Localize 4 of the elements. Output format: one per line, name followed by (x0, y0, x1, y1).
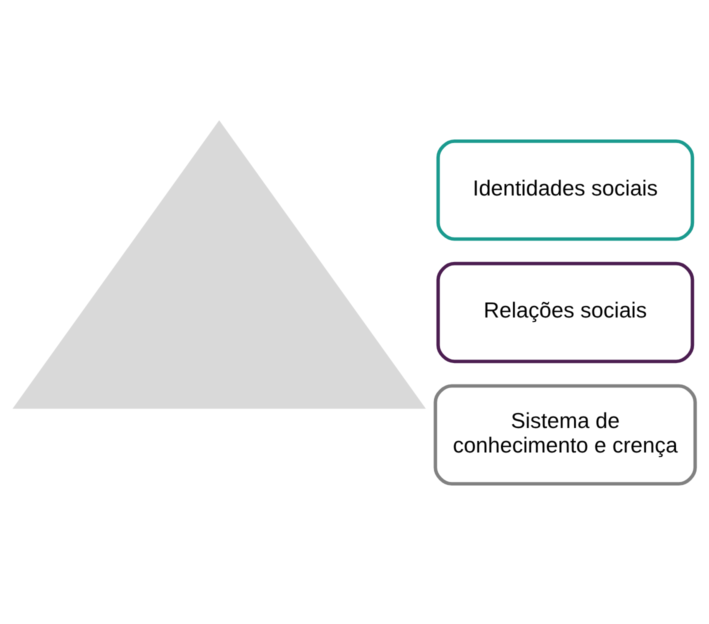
node-triangle (12, 120, 426, 408)
node-box: Sistema de conhecimento e crença (434, 384, 697, 486)
node-box: Identidades sociais (436, 138, 694, 240)
node-box: Relações sociais (436, 261, 694, 363)
